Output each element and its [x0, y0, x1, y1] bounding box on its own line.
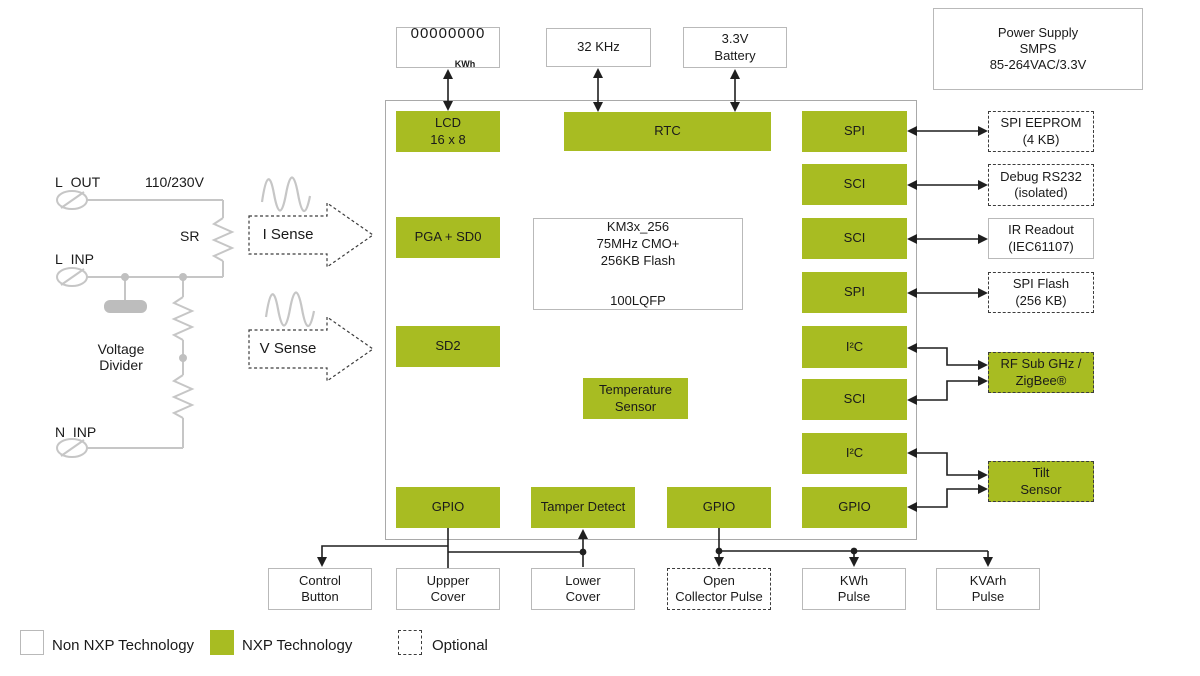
block-i2c-1: I²C	[802, 326, 907, 368]
ext-kwh-pulse: KWh Pulse	[802, 568, 906, 610]
block-spi-2: SPI	[802, 272, 907, 313]
resistor-r1	[171, 296, 195, 341]
ext-spi-flash: SPI Flash (256 KB)	[988, 272, 1094, 313]
ext-upper-cover: Uppper Cover	[396, 568, 500, 610]
block-tamper-detect: Tamper Detect	[531, 487, 635, 528]
ext-tilt-sensor: Tilt Sensor	[988, 461, 1094, 502]
resistor-sr	[211, 217, 235, 262]
afe-schematic	[56, 176, 316, 458]
block-sd2: SD2	[396, 326, 500, 367]
ext-ir-readout: IR Readout (IEC61107)	[988, 218, 1094, 259]
block-i2c-2: I²C	[802, 433, 907, 474]
block-rtc: RTC	[564, 112, 771, 151]
power-supply: Power Supply SMPS 85-264VAC/3.3V	[933, 8, 1143, 90]
block-spi-1: SPI	[802, 111, 907, 152]
ext-open-collector-pulse: Open Collector Pulse	[667, 568, 771, 610]
sine-wave-current	[260, 176, 312, 213]
arrow-gpio-tilt	[907, 484, 988, 512]
legend-swatch-nxp	[210, 630, 234, 655]
block-lcd: LCD 16 x 8	[396, 111, 500, 152]
schematic-junctions	[121, 273, 187, 362]
core-part-number: KM3x_256 75MHz CMO+ 256KB Flash	[596, 218, 680, 268]
block-pga-sd0: PGA + SD0	[396, 217, 500, 258]
ext-control-button: Control Button	[268, 568, 372, 610]
block-core: KM3x_256 75MHz CMO+ 256KB Flash 100LQFP	[533, 218, 743, 310]
legend-swatch-optional	[398, 630, 422, 655]
resistor-r2	[171, 374, 195, 419]
arrow-i2c-rf	[907, 343, 988, 370]
block-sci-2: SCI	[802, 218, 907, 259]
legend-label-optional: Optional	[432, 637, 488, 654]
arrow-control-button	[317, 545, 448, 567]
ext-debug-rs232: Debug RS232 (isolated)	[988, 164, 1094, 206]
label-sr: SR	[180, 228, 200, 244]
block-sci-1: SCI	[802, 164, 907, 205]
ext-lower-cover: Lower Cover	[531, 568, 635, 610]
block-sci-3: SCI	[802, 379, 907, 420]
label-n-inp: N INP	[55, 424, 97, 440]
block-gpio-mid: GPIO	[667, 487, 771, 528]
i-sense-arrow	[248, 201, 375, 269]
crystal-32khz: 32 KHz	[546, 28, 651, 67]
label-v-sense: V Sense	[259, 340, 317, 357]
capacitor-block	[104, 300, 147, 313]
energy-display-value: 00000000	[410, 24, 486, 42]
energy-display: 00000000 KWh	[396, 24, 500, 69]
ext-kvarh-pulse: KVArh Pulse	[936, 568, 1040, 610]
block-temp-sensor: Temperature Sensor	[583, 378, 688, 419]
connector-junctions	[579, 547, 858, 556]
v-sense-arrow	[248, 315, 375, 383]
legend-label-non-nxp: Non NXP Technology	[52, 637, 195, 654]
label-l-out: L OUT	[55, 174, 101, 190]
ext-rf-zigbee: RF Sub GHz / ZigBee®	[988, 352, 1094, 393]
block-gpio-left: GPIO	[396, 487, 500, 528]
battery: 3.3V Battery	[683, 27, 787, 68]
label-mains-voltage: 110/230V	[145, 174, 204, 190]
core-package: 100LQFP	[610, 292, 666, 308]
ext-spi-eeprom: SPI EEPROM (4 KB)	[988, 111, 1094, 152]
label-i-sense: I Sense	[262, 226, 314, 243]
block-gpio-right: GPIO	[802, 487, 907, 528]
label-voltage-divider: Voltage Divider	[97, 341, 145, 373]
sine-wave-voltage	[264, 291, 316, 328]
arrow-sci-rf	[907, 376, 988, 405]
legend-swatch-non-nxp	[20, 630, 44, 655]
legend-label-nxp: NXP Technology	[242, 637, 353, 654]
arrow-i2c-tilt	[907, 448, 988, 480]
label-l-inp: L INP	[55, 251, 94, 267]
sense-arrows	[248, 201, 375, 383]
energy-display-unit: KWh	[454, 58, 476, 69]
